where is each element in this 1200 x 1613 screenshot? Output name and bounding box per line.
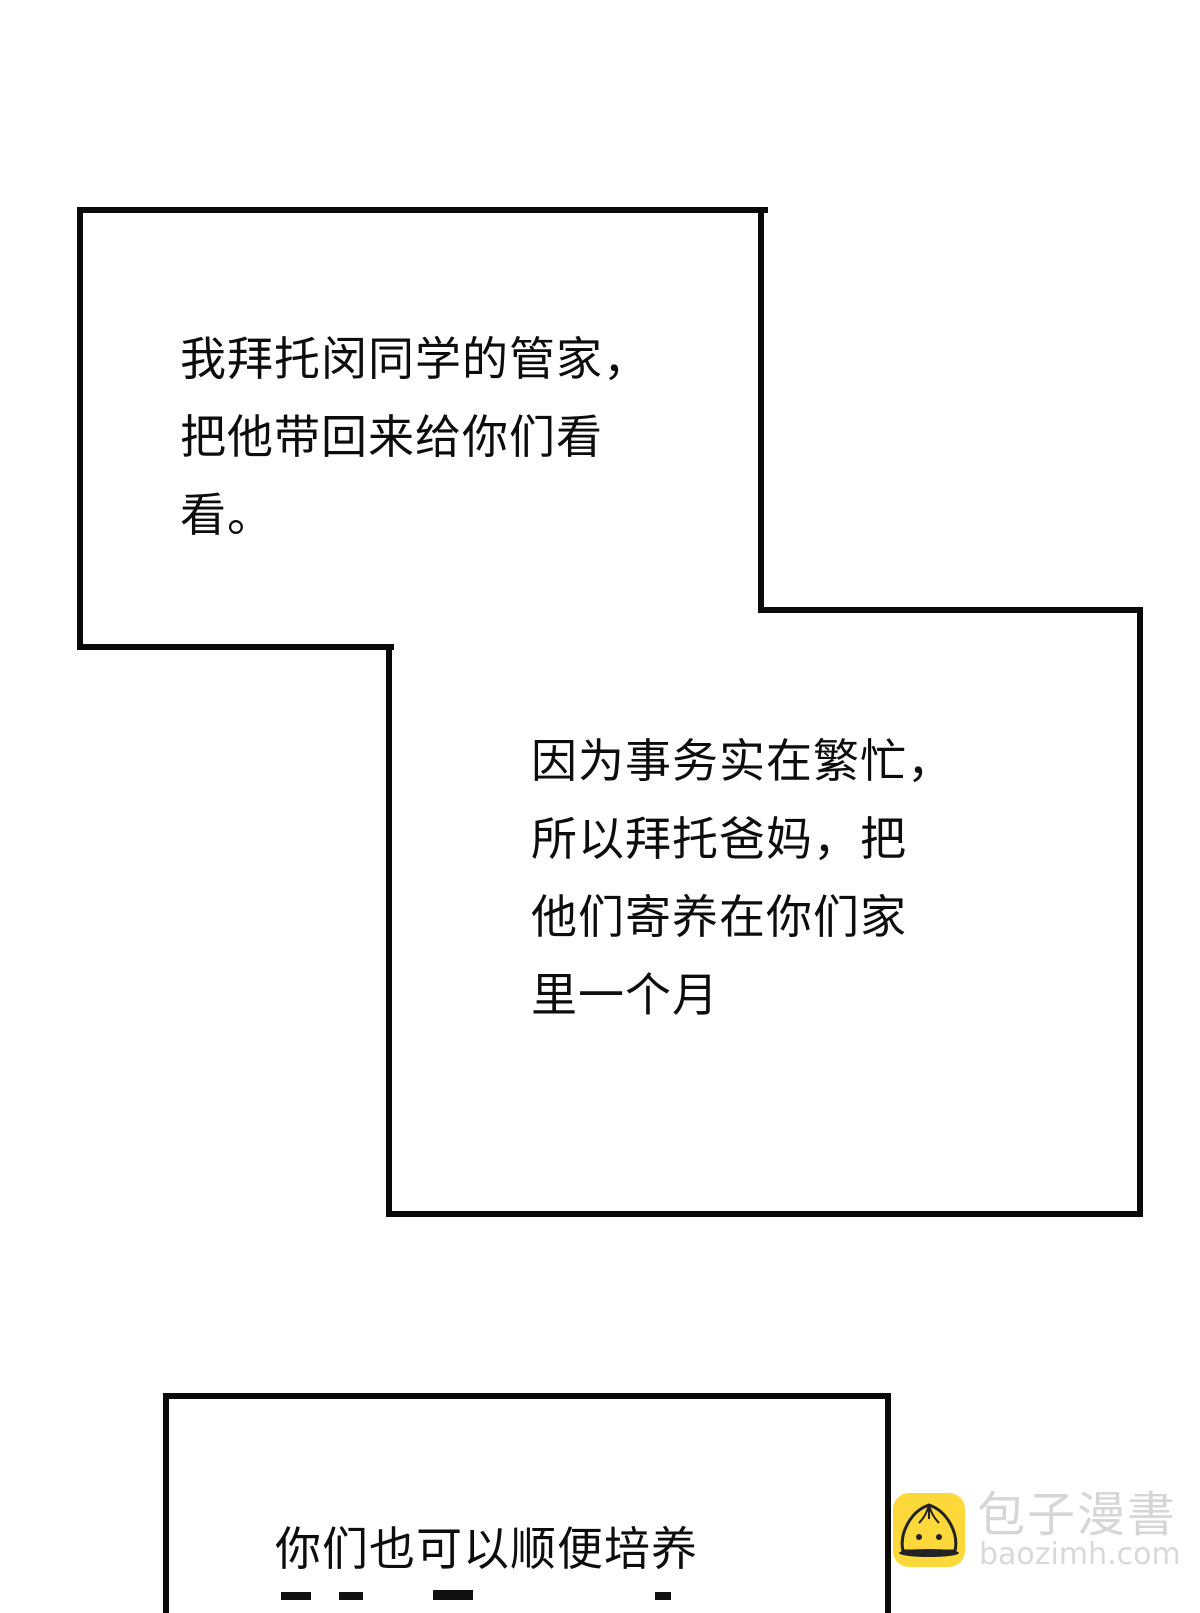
box-1-bottom-border <box>77 644 394 650</box>
watermark: 包子漫書 baozimh.com <box>893 1489 1193 1573</box>
box-2-bottom-border <box>386 1211 1143 1217</box>
caption-box-3-text: 你们也可以顺便培养 <box>275 1510 698 1588</box>
box-2-right-border <box>1137 607 1143 1217</box>
box-2-top-border <box>758 607 1143 613</box>
box-1-top-border <box>77 207 768 213</box>
caption-box-1-text: 我拜托闵同学的管家， 把他带回来给你们看 看。 <box>180 320 650 554</box>
watermark-title: 包子漫書 <box>977 1487 1178 1543</box>
box-3-right-border <box>885 1393 891 1613</box>
caption-line: 把他带回来给你们看 <box>180 410 603 464</box>
box-3-top-border <box>163 1393 891 1399</box>
caption-line: 我拜托闵同学的管家， <box>180 332 650 386</box>
box-1-right-border <box>758 207 764 613</box>
caption-cutoff-line <box>275 1590 755 1600</box>
steamed-bun-icon <box>893 1493 965 1567</box>
caption-box-2-text: 因为事务实在繁忙， 所以拜托爸妈，把 他们寄养在你们家 里一个月 <box>531 722 954 1034</box>
caption-line: 你们也可以顺便培养 <box>275 1522 698 1576</box>
caption-line: 里一个月 <box>531 968 719 1022</box>
watermark-url: baozimh.com <box>979 1537 1181 1572</box>
box-2-left-border <box>386 644 392 1217</box>
caption-line: 因为事务实在繁忙， <box>531 734 954 788</box>
caption-line: 看。 <box>180 488 274 542</box>
caption-line: 他们寄养在你们家 <box>531 890 907 944</box>
caption-line: 所以拜托爸妈，把 <box>531 812 907 866</box>
box-1-left-border <box>77 207 83 650</box>
box-3-left-border <box>163 1393 169 1613</box>
